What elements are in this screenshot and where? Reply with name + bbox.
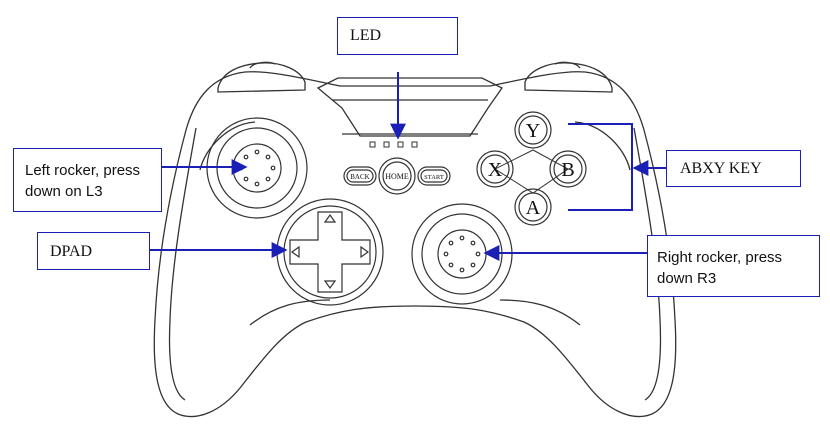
led-3 [397, 141, 404, 148]
back-button[interactable]: BACK [343, 166, 377, 186]
b-button[interactable]: B [549, 150, 587, 188]
b-label: B [561, 159, 574, 181]
left-rocker-label-line1: Left rocker, press [25, 162, 141, 179]
abxy-label: ABXY KEY [680, 160, 762, 177]
led-indicators [369, 141, 418, 148]
face-buttons: Y X B A [476, 111, 587, 226]
dpad-label: DPAD [50, 243, 93, 260]
dpad-up-arrow [323, 213, 337, 223]
abxy-bracket [568, 123, 633, 211]
callout-abxy-key: ABXY KEY [666, 150, 801, 187]
y-button[interactable]: Y [514, 111, 552, 149]
right-rocker-label-line1: Right rocker, press [657, 249, 783, 266]
home-button[interactable]: HOME [378, 157, 416, 195]
callout-led: LED [337, 17, 458, 55]
callout-right-rocker: Right rocker, press down R3 [647, 235, 820, 297]
led-4 [411, 141, 418, 148]
y-label: Y [526, 120, 540, 142]
right-shoulder [524, 62, 613, 93]
callout-lines [150, 72, 666, 261]
controller-body [153, 61, 677, 418]
right-rocker-label-line2: down R3 [657, 270, 717, 287]
a-label: A [526, 197, 541, 219]
a-button[interactable]: A [514, 188, 552, 226]
dpad-down-arrow [323, 280, 337, 290]
left-shoulder [217, 62, 306, 93]
start-label: START [424, 174, 444, 181]
led-label: LED [350, 27, 382, 44]
left-rocker-label-line2: down on L3 [25, 183, 103, 200]
led-2 [383, 141, 390, 148]
controller-outline [153, 71, 677, 418]
led-1 [369, 141, 376, 148]
dpad-right-arrow [360, 245, 370, 259]
x-button[interactable]: X [476, 150, 514, 188]
start-button[interactable]: START [417, 166, 451, 186]
x-label: X [488, 159, 503, 181]
callout-dpad: DPAD [37, 232, 150, 270]
center-buttons: BACK HOME START [343, 157, 451, 195]
led-panel [316, 77, 503, 137]
home-label: HOME [385, 172, 409, 181]
dpad[interactable] [276, 198, 384, 306]
dpad-left-arrow [290, 245, 300, 259]
back-label: BACK [350, 173, 369, 181]
callout-left-rocker: Left rocker, press down on L3 [13, 148, 162, 212]
